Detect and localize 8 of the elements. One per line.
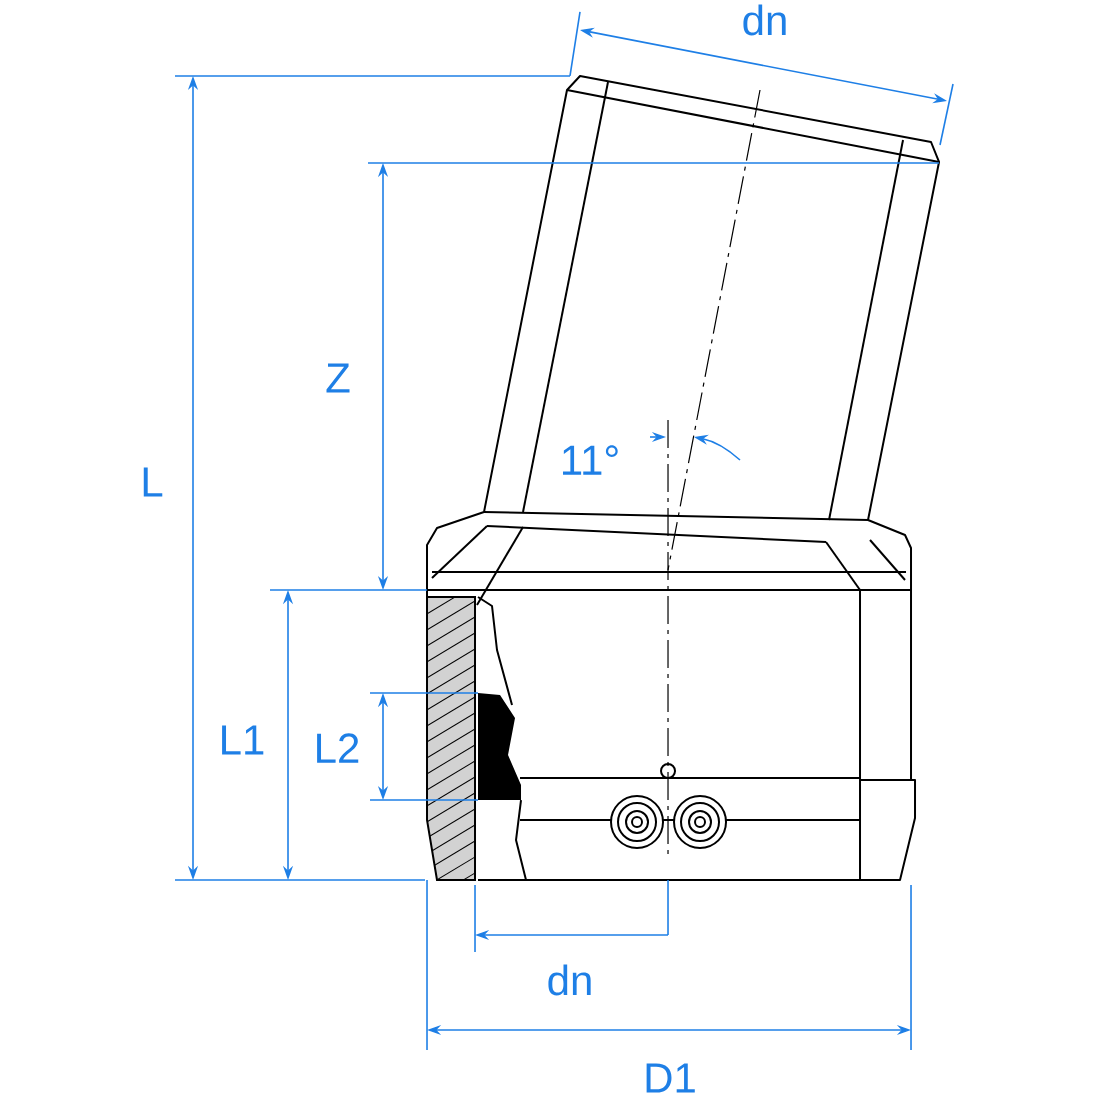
- dimension-label: 11°: [563, 445, 618, 475]
- dimension-label: Z: [326, 363, 350, 393]
- dimension-label: L1: [222, 725, 264, 755]
- dimension-label: dn: [743, 4, 786, 36]
- dimension-label: L2: [317, 733, 359, 763]
- dimension-label: L: [143, 467, 163, 497]
- dimension-label: dn: [548, 964, 591, 996]
- dimension-label: D1: [646, 1063, 695, 1093]
